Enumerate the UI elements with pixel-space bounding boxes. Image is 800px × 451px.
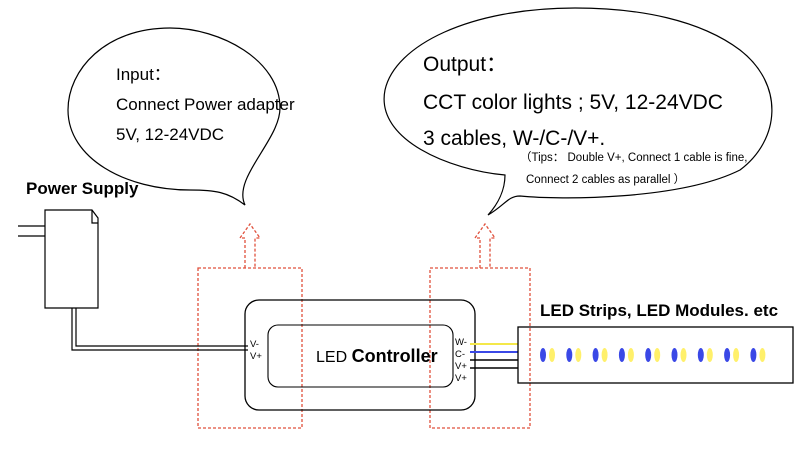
output-pin-w: W- — [455, 337, 467, 348]
output-tip-1: （Tips： Double V+, Connect 1 cable is fin… — [520, 152, 748, 164]
led-row — [540, 348, 766, 362]
led-cool — [592, 348, 599, 362]
output-bubble — [383, 7, 773, 216]
output-line-1: CCT color lights ; 5V, 12-24VDC — [423, 91, 723, 114]
input-pin-v-plus: V+ — [250, 351, 262, 362]
input-bubble — [67, 27, 281, 206]
input-highlight-box — [197, 267, 303, 429]
led-cool — [671, 348, 678, 362]
controller-outer — [244, 299, 476, 411]
adapter-wire — [71, 308, 248, 351]
led-warm — [680, 348, 687, 362]
led-strip — [517, 326, 794, 384]
led-warm — [601, 348, 608, 362]
led-cool — [618, 348, 625, 362]
input-title: Input： — [116, 65, 171, 84]
controller-label-prefix: LED — [316, 349, 352, 366]
led-warm — [549, 348, 555, 362]
output-tip-2: Connect 2 cables as parallel ） — [526, 174, 686, 186]
led-warm — [575, 348, 582, 362]
led-cool — [540, 348, 546, 362]
output-highlight-box — [429, 267, 531, 429]
input-line-1: Connect Power adapter — [116, 95, 295, 114]
input-pin-v-minus: V- — [250, 339, 259, 350]
controller-label: LED Controller — [316, 347, 438, 366]
output-line-2: 3 cables, W-/C-/V+. — [423, 127, 606, 150]
power-adapter-icon — [18, 209, 99, 309]
led-warm — [733, 348, 740, 362]
led-cool — [724, 348, 731, 362]
led-cool — [697, 348, 704, 362]
led-cool — [750, 348, 757, 362]
output-pin-c: C- — [455, 349, 466, 360]
led-cool — [566, 348, 573, 362]
led-strips-label: LED Strips, LED Modules. etc — [540, 301, 779, 320]
led-warm — [759, 348, 766, 362]
controller-inner — [267, 324, 454, 388]
controller-label-main: Controller — [351, 346, 438, 366]
led-warm — [654, 348, 661, 362]
power-supply-label: Power Supply — [26, 179, 139, 198]
input-line-2: 5V, 12-24VDC — [116, 125, 225, 144]
output-arrow — [473, 222, 497, 268]
output-title: Output： — [423, 53, 508, 76]
output-pin-v1: V+ — [455, 361, 467, 372]
output-pin-v2: V+ — [455, 373, 467, 384]
adapter-wire-2 — [75, 308, 248, 347]
led-warm — [627, 348, 634, 362]
input-arrow — [238, 222, 262, 268]
led-warm — [706, 348, 713, 362]
led-cool — [645, 348, 652, 362]
